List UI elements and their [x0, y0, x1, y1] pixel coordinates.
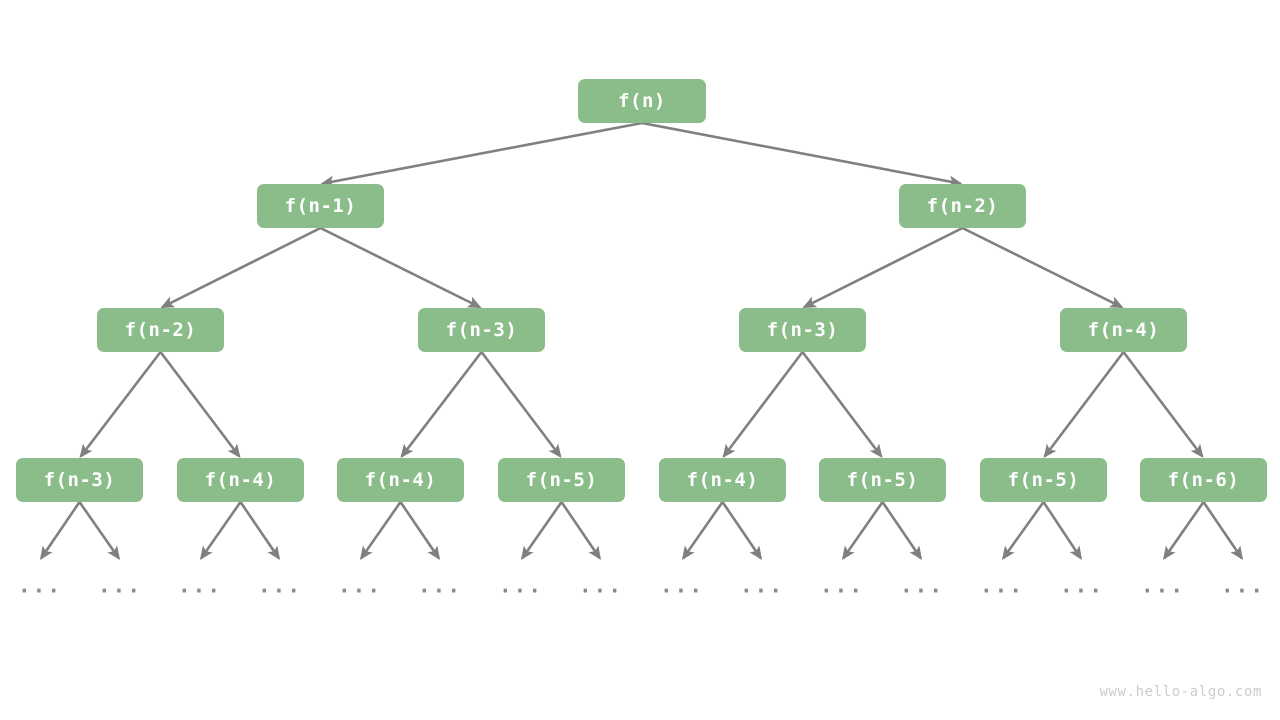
stub-edge-n13-13	[1042, 501, 1083, 561]
stub-edge-n12-11	[881, 501, 923, 561]
ellipsis-5: ...	[418, 573, 462, 598]
edge-n1-n4	[319, 226, 482, 309]
tree-node-n8: f(n-4)	[177, 458, 304, 502]
stub-edge-n10-7	[560, 501, 602, 561]
stub-edge-n9-5	[399, 501, 441, 561]
edge-n5-n11	[722, 351, 804, 459]
stub-edge-n9-4	[359, 501, 402, 561]
tree-node-n5: f(n-3)	[739, 308, 866, 352]
stub-edge-n14-14	[1162, 501, 1205, 561]
tree-node-n11: f(n-4)	[659, 458, 786, 502]
tree-node-n0: f(n)	[578, 79, 706, 123]
tree-node-n10: f(n-5)	[498, 458, 625, 502]
stub-edge-n10-6	[520, 501, 563, 561]
ellipsis-7: ...	[579, 573, 623, 598]
ellipsis-13: ...	[1060, 573, 1104, 598]
ellipsis-12: ...	[980, 573, 1024, 598]
edge-n6-n14	[1122, 351, 1204, 459]
edge-n1-n3	[160, 226, 322, 309]
ellipsis-11: ...	[900, 573, 944, 598]
ellipsis-10: ...	[820, 573, 864, 598]
edge-n5-n12	[801, 351, 883, 459]
edge-n3-n7	[79, 351, 162, 459]
stub-edge-n7-0	[39, 501, 81, 561]
edge-n4-n10	[480, 351, 562, 459]
ellipsis-15: ...	[1221, 573, 1265, 598]
ellipsis-8: ...	[660, 573, 704, 598]
edge-n0-n1	[320, 121, 643, 188]
tree-node-n13: f(n-5)	[980, 458, 1107, 502]
tree-node-n4: f(n-3)	[418, 308, 545, 352]
stub-edge-n8-3	[239, 501, 281, 561]
tree-node-n12: f(n-5)	[819, 458, 946, 502]
edge-n4-n9	[400, 351, 483, 459]
tree-node-n6: f(n-4)	[1060, 308, 1187, 352]
stub-edge-n11-8	[681, 501, 724, 561]
tree-node-n14: f(n-6)	[1140, 458, 1267, 502]
stub-edge-n12-10	[841, 501, 884, 561]
tree-node-n2: f(n-2)	[899, 184, 1026, 228]
stub-edge-n11-9	[721, 501, 763, 561]
tree-node-n1: f(n-1)	[257, 184, 384, 228]
edge-n2-n5	[802, 226, 964, 309]
tree-node-n7: f(n-3)	[16, 458, 143, 502]
tree-node-n9: f(n-4)	[337, 458, 464, 502]
stub-edge-n13-12	[1001, 501, 1045, 561]
stub-edge-n14-15	[1202, 501, 1244, 561]
edge-n0-n2	[641, 121, 963, 188]
ellipsis-0: ...	[18, 573, 62, 598]
edge-n6-n13	[1043, 351, 1125, 459]
ellipsis-14: ...	[1141, 573, 1185, 598]
tree-node-n3: f(n-2)	[97, 308, 224, 352]
ellipsis-4: ...	[338, 573, 382, 598]
ellipsis-2: ...	[178, 573, 222, 598]
stub-edge-n7-1	[78, 501, 121, 561]
stub-edge-n8-2	[199, 501, 242, 561]
ellipsis-6: ...	[499, 573, 543, 598]
edge-n3-n8	[159, 351, 241, 459]
ellipsis-9: ...	[740, 573, 784, 598]
ellipsis-3: ...	[258, 573, 302, 598]
ellipsis-1: ...	[98, 573, 142, 598]
watermark-text: www.hello-algo.com	[1099, 684, 1262, 700]
edge-n2-n6	[961, 226, 1124, 309]
